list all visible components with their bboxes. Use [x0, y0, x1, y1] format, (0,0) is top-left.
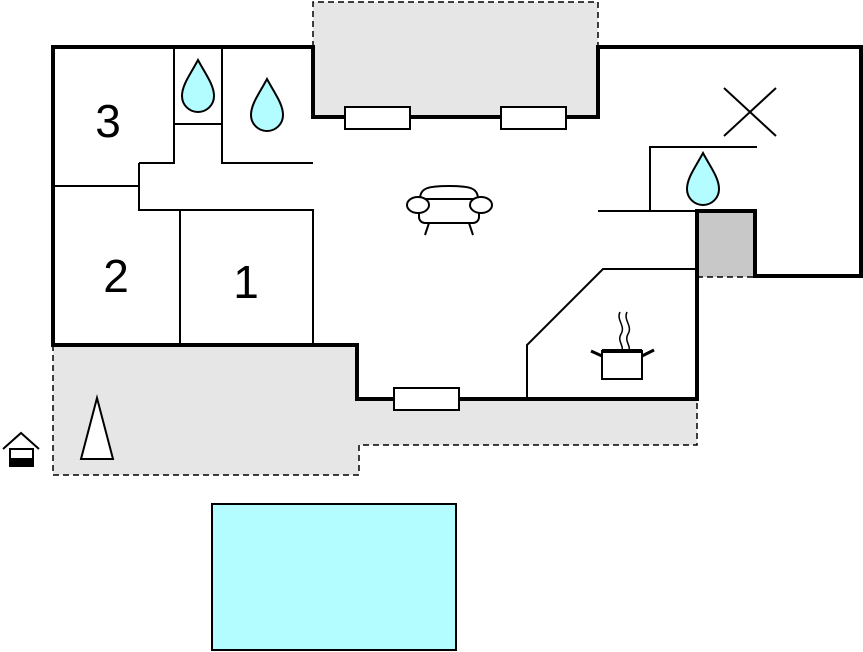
room-label-1: 1: [233, 256, 259, 308]
room-label-2: 2: [103, 250, 129, 302]
terrace-top: [312, 1, 599, 117]
tree-icon: [79, 394, 115, 460]
window: [500, 106, 567, 130]
sofa-icon: [406, 184, 493, 236]
window: [344, 106, 411, 130]
cooking-pot-icon: [590, 311, 655, 380]
water-drop-icon: [180, 57, 216, 113]
chimney-block: [697, 211, 755, 278]
well-icon: [2, 431, 40, 467]
water-drop-icon: [685, 150, 721, 206]
windows: [344, 106, 567, 411]
terrace-bottom: [52, 345, 698, 476]
exterior-walls: [51, 45, 863, 401]
cross-icon: [723, 87, 777, 137]
swimming-pool: [211, 503, 457, 651]
room-label-3: 3: [95, 95, 121, 147]
window: [393, 387, 460, 411]
water-drop-icon: [249, 76, 285, 132]
interior-walls: [53, 47, 757, 399]
